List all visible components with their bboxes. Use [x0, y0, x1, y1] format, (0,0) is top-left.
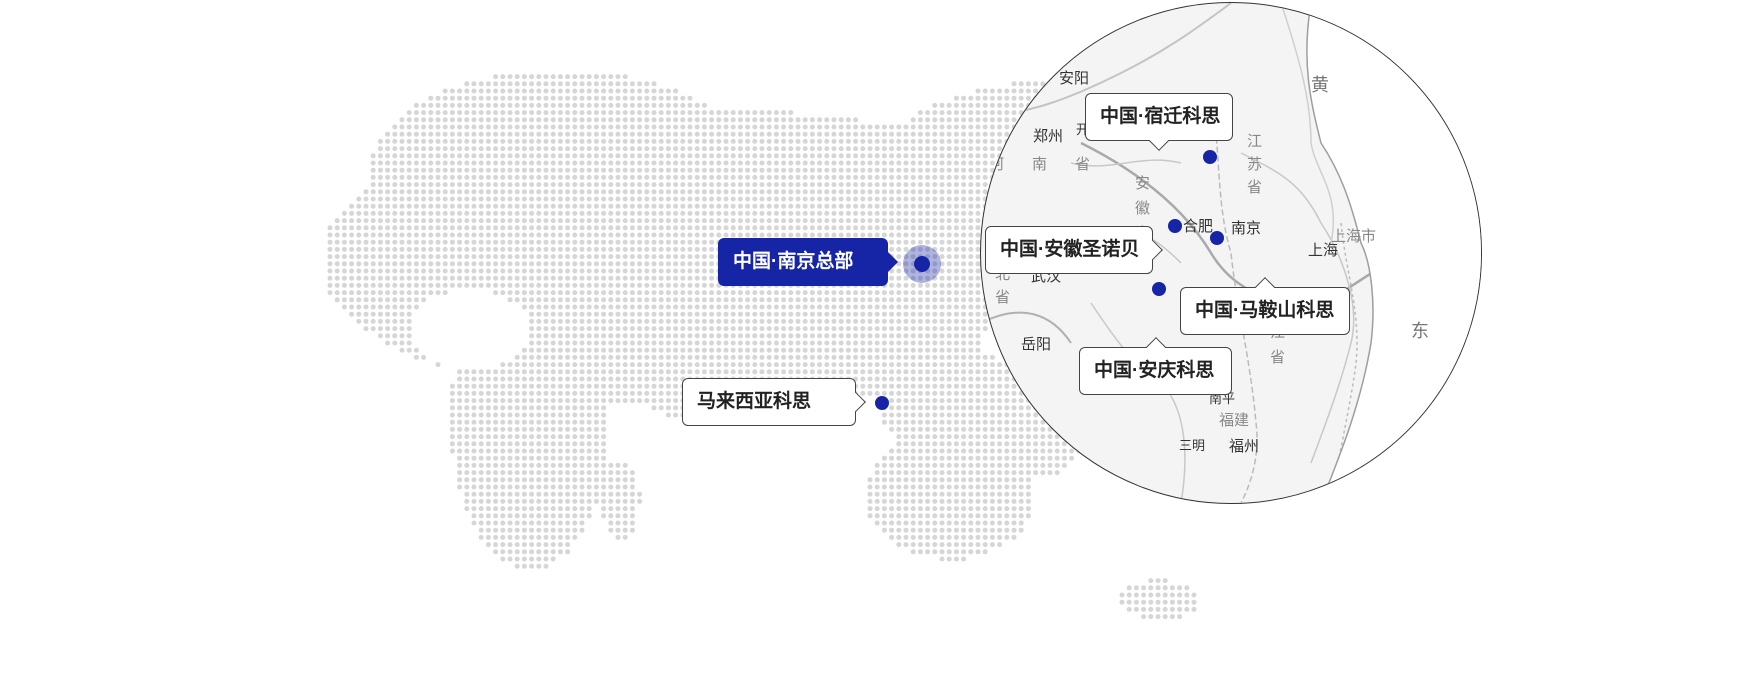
- city-sanming: 三明: [1179, 438, 1206, 453]
- city-zhengzhou: 郑州: [1033, 128, 1064, 145]
- zoom-lens: 安阳 郑州 开封 合肥 南京 上海 武汉 岳阳 南昌 南平 三明 福州 河南省 …: [980, 2, 1482, 504]
- province-henan: 河南省: [989, 156, 1119, 173]
- city-fuzhou: 福州: [1229, 438, 1260, 455]
- marker-suqian[interactable]: [1203, 150, 1217, 164]
- city-shanghai: 上海: [1308, 242, 1339, 259]
- marker-nanjing-hq[interactable]: [914, 256, 930, 272]
- city-hefei: 合肥: [1183, 218, 1214, 235]
- label-malaysia[interactable]: 马来西亚科思: [682, 378, 856, 426]
- label-maanshan[interactable]: 中国·马鞍山科思: [1180, 287, 1350, 335]
- label-suqian[interactable]: 中国·宿迁科思: [1085, 93, 1233, 141]
- label-anhui[interactable]: 中国·安徽圣诺贝: [985, 226, 1153, 274]
- province-shanghai: 上海市: [1331, 228, 1377, 245]
- province-jiangsu: 江苏省: [1245, 133, 1262, 202]
- province-fujian: 福建: [1219, 412, 1250, 429]
- sea-label-yellow: 黄: [1311, 75, 1329, 95]
- city-nanjing: 南京: [1231, 220, 1262, 237]
- sea-label-east: 东: [1411, 321, 1429, 341]
- label-nanjing-hq[interactable]: 中国·南京总部: [718, 238, 888, 286]
- city-anyang: 安阳: [1059, 70, 1090, 87]
- marker-anqing[interactable]: [1152, 282, 1166, 296]
- marker-maanshan[interactable]: [1210, 231, 1224, 245]
- marker-anhui[interactable]: [1168, 219, 1182, 233]
- marker-malaysia[interactable]: [875, 396, 889, 410]
- label-anqing[interactable]: 中国·安庆科思: [1079, 347, 1232, 395]
- city-yueyang: 岳阳: [1021, 336, 1052, 353]
